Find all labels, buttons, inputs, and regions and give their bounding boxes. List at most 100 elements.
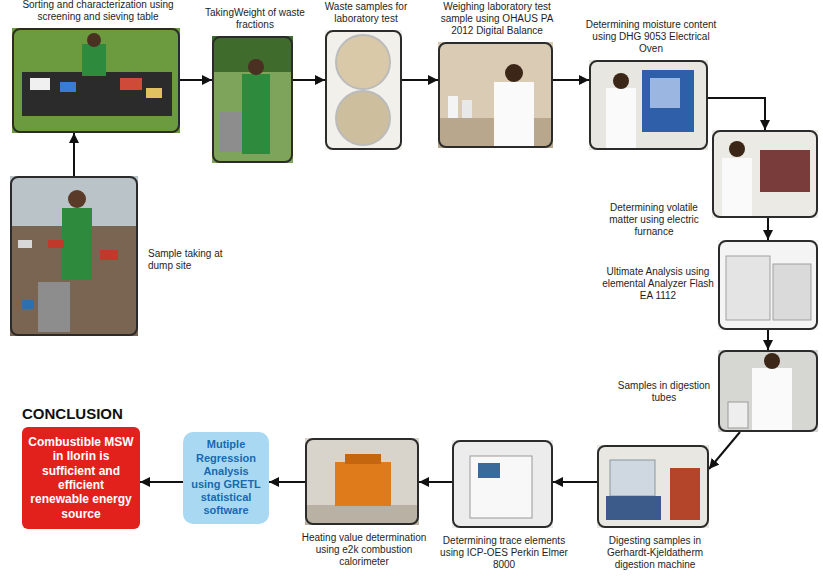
photo-box: Determining volatile matter using electr…	[712, 130, 818, 218]
tubes-photo	[718, 350, 818, 432]
oven	[642, 70, 694, 132]
photo-caption: Determining trace elements using ICP-OES…	[440, 535, 568, 571]
grass	[12, 28, 180, 133]
sieving-table	[22, 72, 172, 116]
waste-piece	[22, 300, 34, 309]
photo-box: Determining trace elements using ICP-OES…	[452, 440, 553, 528]
lab-wall	[305, 438, 419, 525]
technician-head	[729, 141, 745, 157]
worker-head	[87, 33, 101, 47]
digestion-block	[606, 496, 661, 520]
sorting-photo	[12, 28, 180, 133]
technician	[494, 82, 534, 146]
flow-arrow	[293, 79, 325, 81]
furnace-photo	[712, 130, 818, 218]
flow-arrow	[402, 79, 438, 81]
photo-box: Sorting and characterization using scree…	[12, 28, 180, 133]
conclusion-heading: CONCLUSION	[22, 405, 123, 423]
photo-caption: Determining moisture content using DHG 9…	[584, 19, 718, 55]
background	[718, 240, 818, 330]
weighing-photo	[212, 36, 293, 163]
technician	[722, 158, 752, 216]
flow-arrow	[180, 79, 212, 81]
bin	[38, 282, 70, 332]
flow-arrow	[419, 481, 452, 483]
flow-arrow	[767, 218, 769, 240]
waste-piece	[60, 82, 76, 92]
flow-arrow	[73, 133, 75, 176]
photo-box: TakingWeight of waste fractions	[212, 36, 293, 163]
waste-piece	[120, 78, 142, 90]
photo-box: Heating value determination using e2k co…	[305, 438, 419, 525]
lab-wall	[712, 130, 818, 218]
technician-head	[505, 64, 523, 82]
flow-arrow	[553, 79, 589, 81]
flow-arrow	[708, 98, 765, 130]
flow-arrow	[140, 481, 183, 483]
worker-head	[68, 190, 86, 208]
technician	[752, 368, 792, 430]
photo-box: Determining moisture content using DHG 9…	[589, 60, 708, 150]
conclusion-box: CONCLUSIONCombustible MSW in Ilorin is s…	[22, 427, 140, 529]
tubes	[728, 402, 748, 428]
oven-window	[650, 78, 680, 108]
photo-caption: Waste samples for laboratory test	[314, 1, 418, 25]
samples-photo	[325, 30, 402, 150]
photo-box: Digesting samples in Gerhardt-Kjeldather…	[597, 445, 709, 528]
lab-wall	[718, 350, 818, 432]
worker	[242, 74, 270, 154]
glove	[48, 240, 64, 248]
petri-dish	[336, 35, 390, 89]
dump-site-photo	[10, 176, 138, 336]
photo-caption: Weighing laboratory test sample using OH…	[430, 1, 564, 37]
calorimeter-photo	[305, 438, 419, 525]
photo-caption: Sample taking at dump site	[148, 248, 232, 272]
flow-arrow	[767, 330, 769, 350]
bench	[305, 505, 419, 525]
photo-caption: Sorting and characterization using scree…	[6, 0, 190, 23]
photo-box: Waste samples for laboratory test	[325, 30, 402, 150]
digestion-photo	[597, 445, 709, 528]
analyzer	[726, 256, 770, 320]
analyzer-photo	[718, 240, 818, 330]
photo-box: Sample taking at dump site	[10, 176, 138, 336]
technician	[606, 88, 636, 148]
petri-dish	[336, 91, 390, 145]
analyzer	[773, 264, 811, 320]
calorimeter-lid	[345, 454, 381, 464]
photo-caption: TakingWeight of waste fractions	[202, 7, 308, 31]
photo-caption: Heating value determination using e2k co…	[295, 532, 433, 568]
waste-piece	[30, 78, 50, 90]
oven-photo	[589, 60, 708, 150]
waste-piece	[18, 240, 32, 248]
grass	[212, 36, 293, 163]
photo-box: Samples in digestion tubes	[718, 350, 818, 432]
flow-arrow	[553, 481, 597, 483]
scrubber	[670, 468, 700, 520]
photo-caption: Samples in digestion tubes	[612, 380, 716, 404]
flow-arrow	[709, 432, 740, 469]
photo-box: Weighing laboratory test sample using OH…	[438, 42, 553, 148]
flow-arrow	[269, 481, 305, 483]
bin	[220, 112, 242, 152]
calorimeter	[335, 462, 391, 506]
technician-head	[613, 73, 629, 89]
furnace	[760, 150, 810, 192]
lab-wall	[589, 60, 708, 150]
lab-wall	[597, 445, 709, 528]
icp-instrument	[470, 456, 532, 518]
photo-box: Ultimate Analysis using elemental Analyz…	[718, 240, 818, 330]
photo-caption: Digesting samples in Gerhardt-Kjeldather…	[590, 535, 720, 571]
waste-piece	[100, 250, 118, 260]
worker	[82, 44, 106, 76]
photo-caption: Ultimate Analysis using elemental Analyz…	[602, 266, 714, 302]
balance-photo	[438, 42, 553, 148]
box-text: Mutiple Regression Analysis using GRETL …	[188, 438, 264, 517]
waste-piece	[146, 88, 162, 98]
box-text: Combustible MSW in Ilorin is sufficient …	[28, 435, 134, 521]
tubes	[610, 460, 655, 496]
lab-wall	[438, 42, 553, 148]
screen	[478, 463, 500, 478]
bottle	[448, 96, 458, 118]
